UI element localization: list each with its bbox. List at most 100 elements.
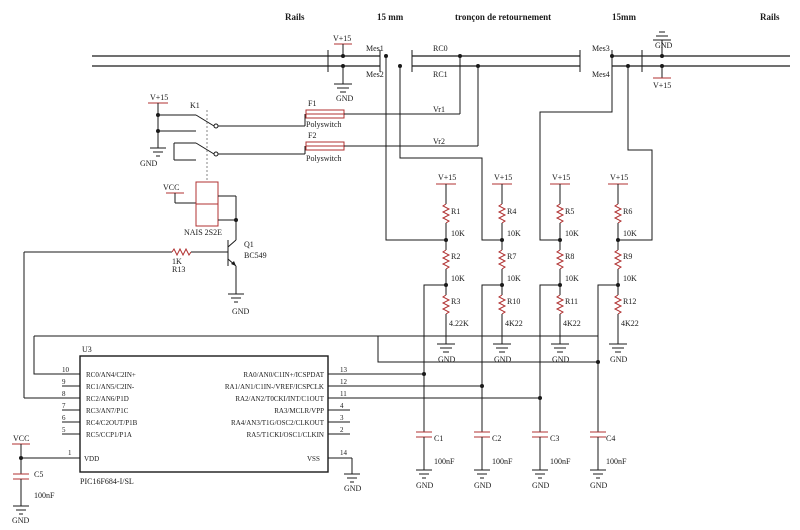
mcu-left-pin-name: RC2/AN6/P1D <box>86 395 129 403</box>
mcu-right-pin-num: 3 <box>340 414 344 422</box>
c1-value: 100nF <box>434 457 455 466</box>
fuse-f1-ref: F1 <box>308 99 316 108</box>
pin-vss-name: VSS <box>307 455 320 463</box>
c4-value: 100nF <box>606 457 627 466</box>
mcu-right-pin-num: 11 <box>340 390 347 398</box>
vplus15-label: V+15 <box>438 173 456 182</box>
rails <box>92 50 790 72</box>
net-vr2: Vr2 <box>433 137 445 146</box>
gnd-label: GND <box>438 355 456 364</box>
mcu-right-pin-num: 12 <box>340 378 348 386</box>
mcu-u3: U3 PIC16F684-I/SL 10RC0/AN4/C2IN+9RC1/AN… <box>62 345 362 493</box>
c2-ref: C2 <box>492 434 501 443</box>
fuse-f1-part: Polyswitch <box>306 120 342 129</box>
gnd-label: GND <box>12 516 30 525</box>
cap-c1: GND C1 100nF <box>416 374 455 490</box>
r8-ref: R8 <box>565 252 574 261</box>
mcu-right-pin-num: 13 <box>340 366 348 374</box>
c3-value: 100nF <box>550 457 571 466</box>
net-mes1: Mes1 <box>366 44 384 53</box>
r9-ref: R9 <box>623 252 632 261</box>
r5-value: 10K <box>565 229 579 238</box>
divider-col2: V+15 R4 10K R7 10K R10 4K22 GND <box>492 173 523 364</box>
r6-ref: R6 <box>623 207 632 216</box>
rail-left-supply: V+15 GND <box>333 34 354 103</box>
r4-ref: R4 <box>507 207 516 216</box>
r7-ref: R7 <box>507 252 516 261</box>
pin-vdd-num: 1 <box>68 449 72 457</box>
r9-value: 10K <box>623 274 637 283</box>
r10-value: 4K22 <box>505 319 523 328</box>
r12-ref: R12 <box>623 297 636 306</box>
transistor-q1: GND Q1 BC549 <box>227 239 267 316</box>
mcu-body <box>79 355 329 473</box>
transistor-ref: Q1 <box>244 240 254 249</box>
r4-value: 10K <box>507 229 521 238</box>
net-rc1: RC1 <box>433 70 448 79</box>
r13-value: 1K <box>172 257 182 266</box>
mcu-left-pin-num: 5 <box>62 426 66 434</box>
gnd-label: GND <box>416 481 434 490</box>
vcc-label: VCC <box>13 434 29 443</box>
gnd-label: GND <box>532 481 550 490</box>
header-rails-right: Rails <box>760 12 780 22</box>
cap-c4: GND C4 100nF <box>590 362 627 490</box>
relay-coil: VCC NAIS 2S2E <box>163 181 238 240</box>
r12-value: 4K22 <box>621 319 639 328</box>
mcu-left-pin-num: 9 <box>62 378 66 386</box>
cap-c5: VCC GND C5 100nF <box>12 434 68 525</box>
gnd-label: GND <box>232 307 250 316</box>
mcu-right-pin-name: RA3/MCLR/VPP <box>274 407 324 415</box>
mcu-left-pin-num: 6 <box>62 414 66 422</box>
vplus15-label: V+15 <box>610 173 628 182</box>
fuse-f2-ref: F2 <box>308 131 316 140</box>
mcu-left-pin-name: RC1/AN5/C2IN- <box>86 383 135 391</box>
net-vr1: Vr1 <box>433 105 445 114</box>
fuse-f2-part: Polyswitch <box>306 154 342 163</box>
gnd-label: GND <box>494 355 512 364</box>
divider-col3: V+15 R5 10K R8 10K R11 4K22 GND <box>550 173 581 364</box>
relay-part: NAIS 2S2E <box>184 228 222 237</box>
mcu-left-pin-num: 8 <box>62 390 66 398</box>
gnd-label: GND <box>336 94 354 103</box>
r11-value: 4K22 <box>563 319 581 328</box>
mes-wires <box>385 56 653 241</box>
net-rc0: RC0 <box>433 44 448 53</box>
relay-k1: K1 V+15 GND <box>140 93 305 180</box>
fuse-f1: F1 Polyswitch <box>304 99 460 129</box>
c2-value: 100nF <box>492 457 513 466</box>
divider-col4: V+15 R6 10K R9 10K R12 4K22 GND <box>608 173 639 364</box>
r13-ref: R13 <box>172 265 185 274</box>
gnd-label: GND <box>140 159 158 168</box>
gnd-label: GND <box>552 355 570 364</box>
r10-ref: R10 <box>507 297 520 306</box>
c1-ref: C1 <box>434 434 443 443</box>
mcu-right-pin-num: 2 <box>340 426 344 434</box>
net-labels: Mes1 Mes2 RC0 RC1 Mes3 Mes4 Vr1 Vr2 <box>366 44 610 146</box>
c5-ref: C5 <box>34 470 43 479</box>
c4-ref: C4 <box>606 434 615 443</box>
header-rails-left: Rails <box>285 12 305 22</box>
header-section: tronçon de retournement <box>455 12 551 22</box>
r1-ref: R1 <box>451 207 460 216</box>
c5-value: 100nF <box>34 491 55 500</box>
vplus15-label: V+15 <box>333 34 351 43</box>
cap-c2: GND C2 100nF <box>474 386 513 490</box>
vplus15-label: V+15 <box>494 173 512 182</box>
r3-ref: R3 <box>451 297 460 306</box>
pin-vss-num: 14 <box>340 449 348 457</box>
mcu-left-pin-name: RC3/AN7/P1C <box>86 407 129 415</box>
mcu-right-pin-name: RA1/AN1/C1IN-/VREF/ICSPCLK <box>225 383 324 391</box>
r5-ref: R5 <box>565 207 574 216</box>
gnd-label: GND <box>474 481 492 490</box>
mcu-right-pin-name: RA0/AN0/C1IN+/ICSPDAT <box>243 371 324 379</box>
header-dist-left: 15 mm <box>377 12 404 22</box>
rail-right-supply: GND V+15 <box>653 31 673 90</box>
transistor-part: BC549 <box>244 251 267 260</box>
pin-vdd-name: VDD <box>84 455 99 463</box>
net-mes2: Mes2 <box>366 70 384 79</box>
r2-ref: R2 <box>451 252 460 261</box>
resistor-r13: 1K R13 <box>23 247 228 399</box>
mcu-left-pin-name: RC5/CCP1/P1A <box>86 431 132 439</box>
